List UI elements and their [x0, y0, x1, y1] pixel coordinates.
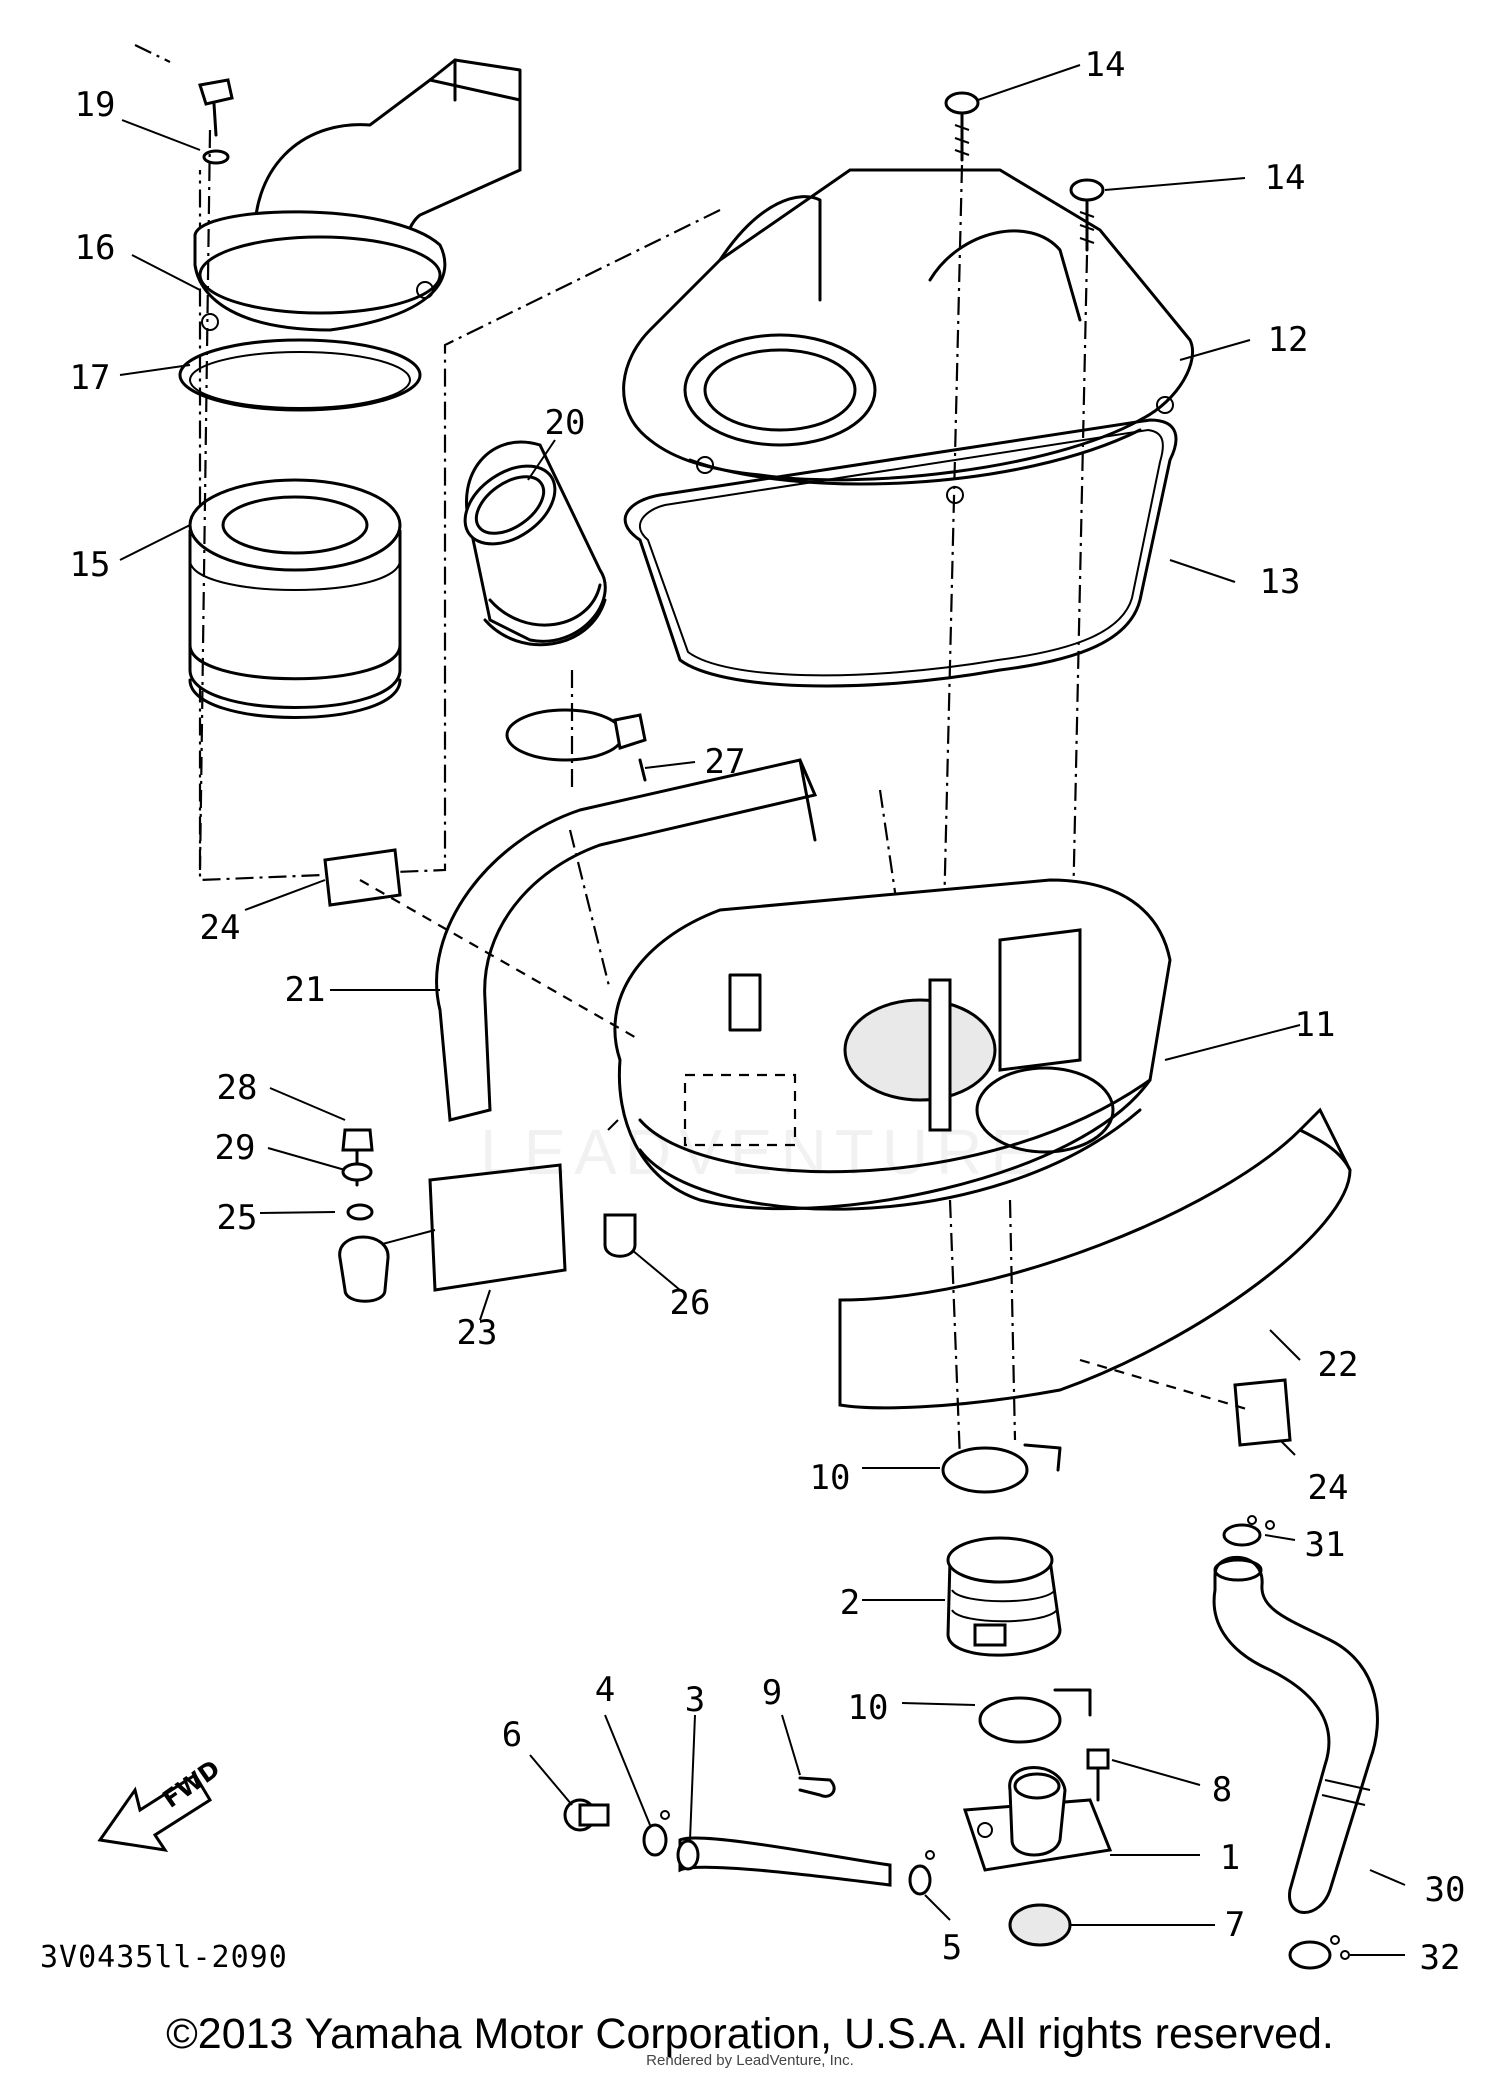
- part-7-o-ring: [1008, 1903, 1072, 1947]
- part-9-clip: [798, 1776, 836, 1798]
- callout-26: 26: [669, 1283, 711, 1323]
- watermark: LEADVENTURE: [480, 1116, 1041, 1188]
- callout-25: 25: [216, 1198, 258, 1238]
- part-21-strap: [435, 758, 818, 1122]
- part-12-airbox-cover: [622, 168, 1195, 504]
- part-26-grommet: [603, 1119, 637, 1258]
- callout-30: 30: [1424, 1870, 1466, 1910]
- part-code: 3V0435ll-2090: [40, 1940, 288, 1975]
- rendered-by-notice: Rendered by LeadVenture, Inc.: [646, 2052, 854, 2069]
- callout-32: 32: [1419, 1938, 1461, 1978]
- callout-22: 22: [1317, 1345, 1359, 1385]
- callout-17: 17: [69, 358, 111, 398]
- callout-9: 9: [761, 1673, 783, 1713]
- part-28-29-25-fasteners: [338, 1128, 390, 1303]
- part-1-intake-flange: [962, 1766, 1113, 1872]
- callout-31: 31: [1304, 1525, 1346, 1565]
- callout-16: 16: [74, 228, 116, 268]
- callout-4: 4: [594, 1670, 616, 1710]
- part-6-plug: [563, 1798, 610, 1832]
- callout-14b: 14: [1264, 158, 1306, 198]
- part-23-pad: [428, 1163, 567, 1292]
- fwd-arrow-icon: [97, 1772, 213, 1853]
- part-32-clip: [1288, 1935, 1350, 1970]
- callout-3: 3: [684, 1680, 706, 1720]
- callout-7: 7: [1224, 1905, 1246, 1945]
- callout-24a: 24: [199, 908, 241, 948]
- copyright-notice: ©2013 Yamaha Motor Corporation, U.S.A. A…: [166, 2010, 1334, 2058]
- callout-14a: 14: [1084, 45, 1126, 85]
- callout-5: 5: [941, 1928, 963, 1968]
- callout-28: 28: [216, 1068, 258, 1108]
- callout-6: 6: [501, 1715, 523, 1755]
- callout-15: 15: [69, 545, 111, 585]
- part-11-airbox-case: [613, 878, 1172, 1211]
- callout-1: 1: [1219, 1838, 1241, 1878]
- part-3-breather-hose: [676, 1836, 892, 1887]
- callout-2: 2: [839, 1583, 861, 1623]
- leader-lines: [119, 64, 1406, 1956]
- part-16-intake-duct: [193, 58, 522, 332]
- part-17-o-ring: [178, 338, 422, 412]
- part-19-bolt: [198, 78, 234, 165]
- callout-10a: 10: [809, 1458, 851, 1498]
- callout-10b: 10: [847, 1688, 889, 1728]
- callout-13: 13: [1259, 562, 1301, 602]
- callout-12: 12: [1267, 320, 1309, 360]
- part-4-clip: [642, 1810, 670, 1857]
- part-22-strap: [838, 1107, 1352, 1410]
- part-10-clamp-lower: [978, 1688, 1092, 1744]
- callout-24b: 24: [1307, 1468, 1349, 1508]
- callout-29: 29: [214, 1128, 256, 1168]
- part-13-gasket: [623, 418, 1178, 688]
- callout-23: 23: [456, 1313, 498, 1353]
- callout-27: 27: [704, 742, 746, 782]
- part-31-clip: [1222, 1515, 1275, 1547]
- callout-8: 8: [1211, 1770, 1233, 1810]
- part-27-hose-clamp: [505, 708, 647, 782]
- callout-20: 20: [544, 403, 586, 443]
- part-14-screws: [944, 91, 1105, 252]
- callout-19: 19: [74, 85, 116, 125]
- part-2-intake-joint: [946, 1536, 1062, 1657]
- callout-11: 11: [1294, 1005, 1336, 1045]
- part-30-drain-hose: [1212, 1555, 1379, 1914]
- part-15-filter-element: [188, 478, 402, 719]
- part-10-clamp-upper: [941, 1443, 1062, 1494]
- callout-21: 21: [284, 970, 326, 1010]
- part-8-bolt: [1086, 1748, 1110, 1802]
- part-20-rubber-joint: [463, 440, 607, 647]
- part-5-clip: [908, 1850, 935, 1896]
